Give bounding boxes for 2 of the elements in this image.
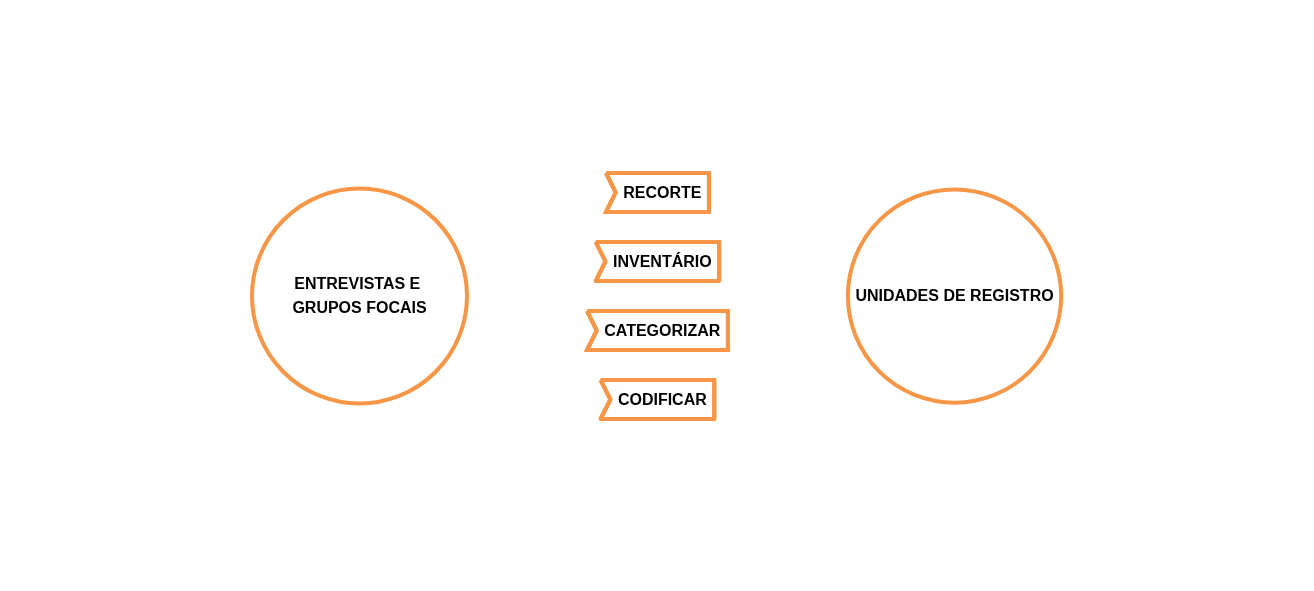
node-circle: UNIDADES DE REGISTRO: [846, 186, 1064, 405]
node-circle: ENTREVISTAS E GRUPOS FOCAIS: [250, 186, 470, 405]
